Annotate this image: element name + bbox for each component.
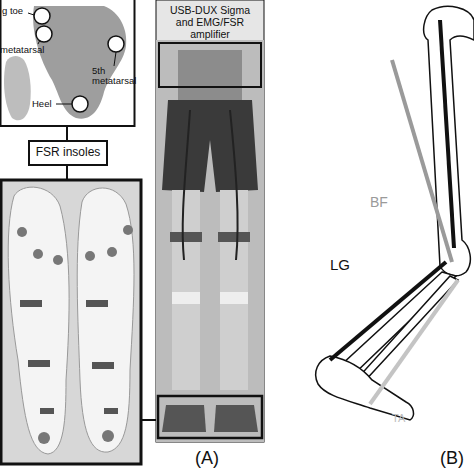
muscle-label: TA <box>392 412 405 424</box>
panel-letter: (A) <box>195 448 219 469</box>
muscle-line <box>330 262 446 360</box>
muscle-line <box>440 20 454 248</box>
insole-photo <box>1 180 141 464</box>
muscle-line <box>370 280 458 404</box>
muscle-label: BF <box>370 194 388 210</box>
person-photo <box>156 0 264 442</box>
leg-skeleton <box>316 6 474 420</box>
box-label: FSR insoles <box>30 146 106 160</box>
cables <box>183 110 238 260</box>
sensor-circle <box>108 36 124 52</box>
leg <box>220 190 248 390</box>
leader-line <box>28 13 34 15</box>
panel-letter: (B) <box>440 448 464 469</box>
insole <box>77 188 134 452</box>
strap <box>220 292 248 304</box>
sensor-circle <box>34 8 50 24</box>
photo-background <box>156 40 264 442</box>
sensor-label: g toe <box>2 5 23 16</box>
sensor-label: 5th metatarsal <box>92 66 132 87</box>
panel-link <box>66 166 68 180</box>
shoe <box>214 405 258 432</box>
shorts <box>162 100 258 192</box>
panel-link <box>141 419 158 421</box>
leader-line <box>56 104 72 105</box>
strap <box>170 232 202 242</box>
strap <box>218 232 250 242</box>
foot-panel <box>1 0 135 126</box>
sensor-dots <box>17 225 133 444</box>
sensor-circle <box>36 26 52 42</box>
foot-outline <box>4 56 31 120</box>
device-box: USB-DUX Sigma and EMG/FSR amplifier <box>158 42 262 88</box>
leader-line <box>38 40 40 44</box>
muscle-label: LG <box>330 256 350 273</box>
sensor-circle <box>72 96 88 112</box>
muscle-line <box>392 60 452 262</box>
leg <box>172 190 200 390</box>
device-label: USB-DUX Sigma and EMG/FSR amplifier <box>160 4 260 40</box>
leader-line <box>114 52 116 66</box>
label-box: FSR insoles <box>28 140 108 166</box>
shoe <box>162 405 206 432</box>
insole <box>8 187 69 454</box>
tape-strips <box>20 300 118 414</box>
panel-link <box>66 126 68 140</box>
sensor-label: metatarsal <box>0 44 44 55</box>
shoe-box <box>158 396 262 438</box>
sensor-label: Heel <box>32 98 52 109</box>
strap <box>172 292 200 304</box>
